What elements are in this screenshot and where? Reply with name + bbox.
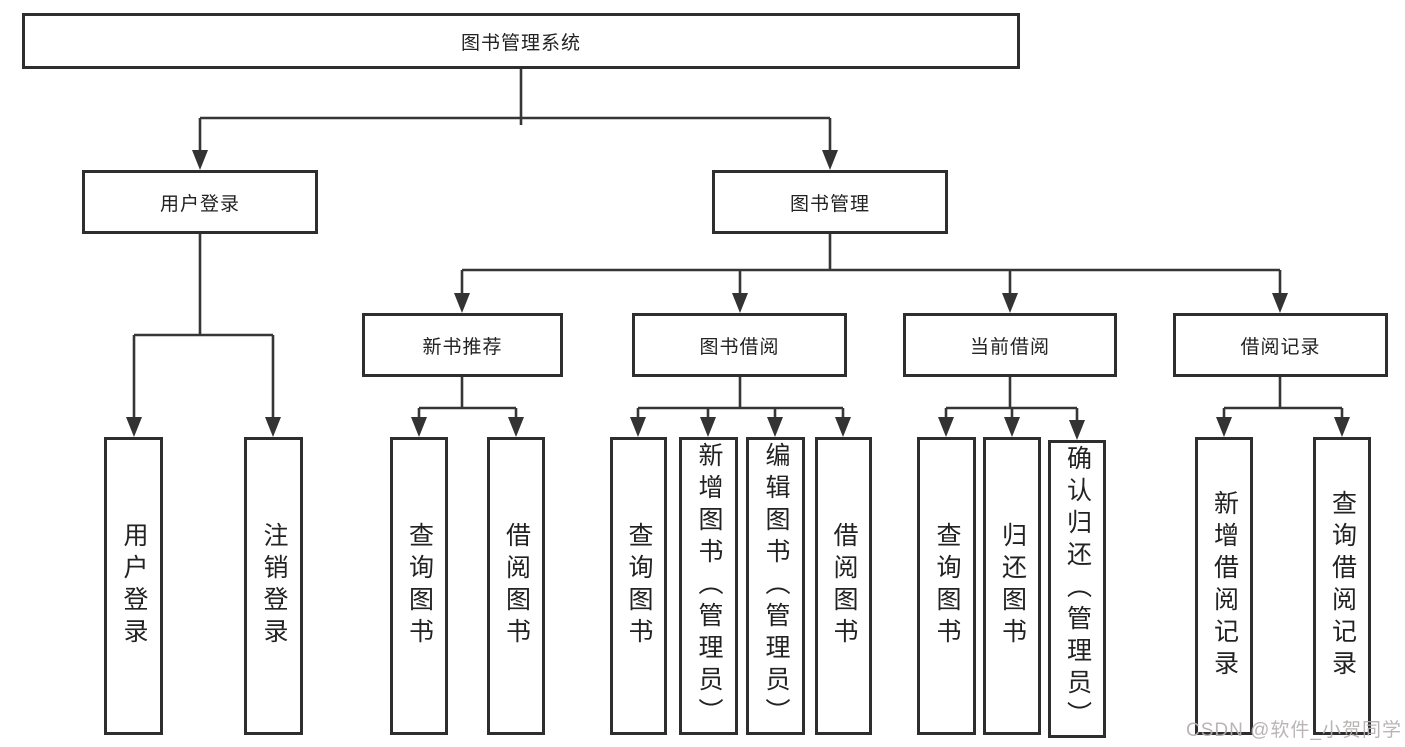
node-label: 新书推荐 bbox=[422, 336, 503, 358]
node-book-borrowing: 图书借阅 bbox=[632, 313, 847, 377]
node-label: 新增借阅记录 bbox=[1210, 490, 1239, 682]
node-label: 图书借阅 bbox=[699, 336, 780, 358]
leaf-logout: 注销登录 bbox=[244, 437, 303, 735]
leaf-record-add-borrow-record: 新增借阅记录 bbox=[1195, 437, 1253, 735]
leaf-user-login: 用户登录 bbox=[104, 437, 163, 735]
node-label: 查询借阅记录 bbox=[1328, 490, 1357, 682]
node-label: 确认归还（管理员） bbox=[1063, 445, 1092, 733]
node-current-borrowing: 当前借阅 bbox=[903, 313, 1117, 377]
node-label: 查询图书 bbox=[933, 522, 961, 650]
node-label: 注销登录 bbox=[260, 522, 288, 650]
node-label: 用户登录 bbox=[159, 193, 240, 215]
leaf-newbook-borrow-books: 借阅图书 bbox=[487, 437, 545, 735]
node-new-book-recommend: 新书推荐 bbox=[362, 313, 563, 377]
node-label: 借阅记录 bbox=[1240, 336, 1321, 358]
node-label: 图书管理 bbox=[789, 193, 870, 215]
leaf-current-query-books: 查询图书 bbox=[917, 437, 976, 735]
leaf-current-confirm-return-admin: 确认归还（管理员） bbox=[1048, 440, 1106, 738]
node-root-system: 图书管理系统 bbox=[22, 13, 1020, 69]
node-label: 当前借阅 bbox=[969, 336, 1050, 358]
node-label: 归还图书 bbox=[998, 522, 1027, 650]
leaf-record-query-borrow-record: 查询借阅记录 bbox=[1313, 437, 1371, 735]
node-label: 新增图书（管理员） bbox=[695, 442, 723, 730]
node-label: 用户登录 bbox=[120, 522, 148, 650]
leaf-borrow-add-books-admin: 新增图书（管理员） bbox=[679, 437, 738, 735]
node-label: 借阅图书 bbox=[502, 522, 531, 650]
node-label: 图书管理系统 bbox=[460, 32, 581, 54]
node-borrowing-records: 借阅记录 bbox=[1173, 313, 1388, 377]
leaf-borrow-borrow-books: 借阅图书 bbox=[815, 437, 872, 735]
node-label: 编辑图书（管理员） bbox=[762, 442, 790, 730]
leaf-borrow-query-books: 查询图书 bbox=[610, 437, 667, 735]
node-label: 查询图书 bbox=[625, 522, 653, 650]
leaf-current-return-books: 归还图书 bbox=[983, 437, 1041, 735]
node-book-management-branch: 图书管理 bbox=[712, 170, 948, 234]
node-label: 借阅图书 bbox=[830, 522, 858, 650]
leaf-newbook-query-books: 查询图书 bbox=[390, 437, 448, 735]
leaf-borrow-edit-books-admin: 编辑图书（管理员） bbox=[746, 437, 805, 735]
csdn-watermark: CSDN @软件_小贺同学 bbox=[1186, 720, 1402, 741]
node-user-login-branch: 用户登录 bbox=[82, 170, 318, 234]
node-label: 查询图书 bbox=[405, 522, 434, 650]
